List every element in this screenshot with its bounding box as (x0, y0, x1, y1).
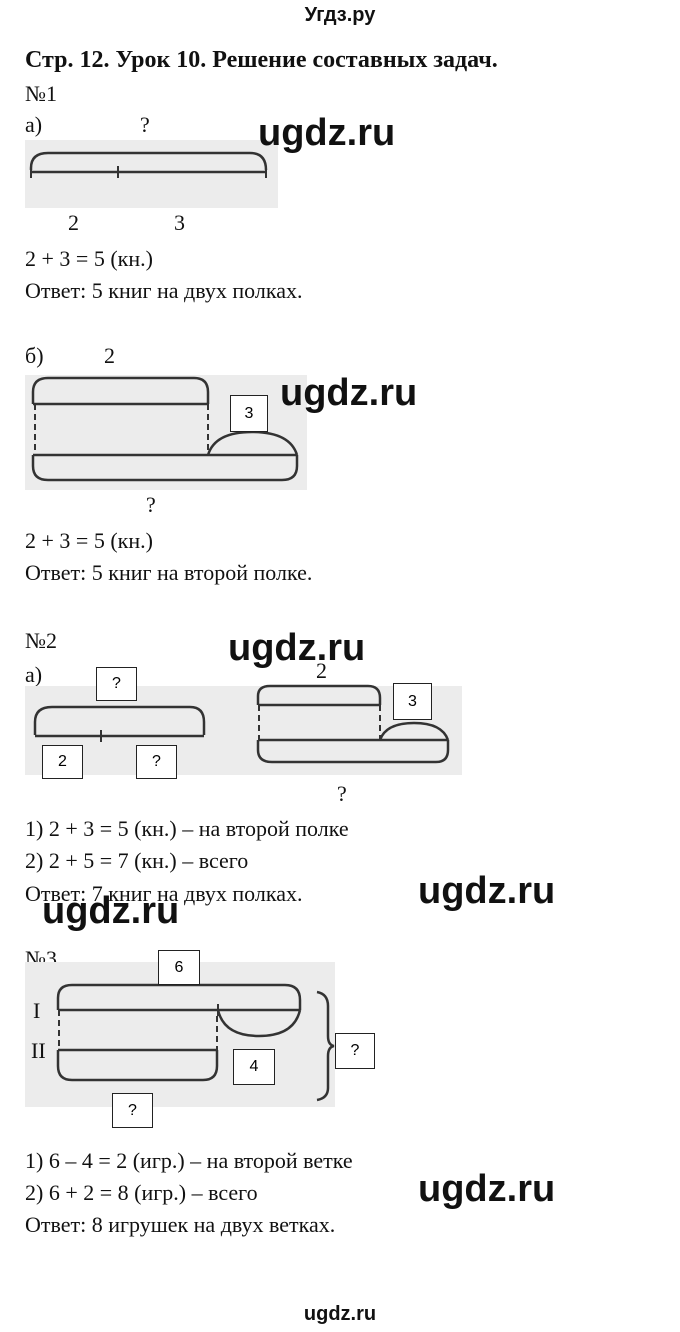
value-box: ? (136, 745, 177, 779)
step: 1) 6 – 4 = 2 (игр.) – на второй ветке (25, 1148, 353, 1173)
diagram-label: ? (140, 112, 150, 137)
answer: Ответ: 5 книг на двух полках. (25, 278, 303, 303)
diagram-label: ? (146, 492, 156, 517)
watermark: ugdz.ru (418, 1168, 556, 1210)
value-box: 4 (233, 1049, 275, 1085)
value-box: 3 (230, 395, 268, 432)
diagram-label: 2 (316, 658, 327, 683)
diagram-background (25, 140, 278, 208)
diagram-label: 2 (104, 343, 115, 368)
value-box: 2 (42, 745, 83, 779)
row-label: II (31, 1038, 46, 1063)
answer: Ответ: 5 книг на второй полке. (25, 560, 313, 585)
step: 2) 6 + 2 = 8 (игр.) – всего (25, 1180, 258, 1205)
diagram-label: ? (337, 781, 347, 806)
watermark: ugdz.ru (418, 870, 556, 912)
page-title: Стр. 12. Урок 10. Решение составных зада… (25, 47, 498, 73)
value-box: 6 (158, 950, 200, 985)
part-label: а) (25, 662, 43, 687)
value-box: 3 (393, 683, 432, 720)
step: 2) 2 + 5 = 7 (кн.) – всего (25, 848, 249, 873)
watermark: ugdz.ru (258, 112, 396, 154)
equation: 2 + 3 = 5 (кн.) (25, 246, 153, 271)
answer: Ответ: 7 книг на двух полках. (25, 881, 303, 906)
value-box: ? (112, 1093, 153, 1128)
part-label: а) (25, 112, 43, 137)
step: 1) 2 + 3 = 5 (кн.) – на второй полке (25, 816, 349, 841)
watermark: ugdz.ru (42, 890, 180, 932)
site-footer: ugdz.ru (303, 1303, 377, 1325)
watermark: ugdz.ru (228, 627, 366, 669)
equation: 2 + 3 = 5 (кн.) (25, 528, 153, 553)
row-label: I (33, 998, 41, 1023)
diagram-label: 3 (174, 210, 185, 235)
value-box: ? (335, 1033, 375, 1069)
task-number: №2 (25, 628, 57, 653)
site-header: Угдз.ру (304, 4, 376, 26)
part-label: б) (25, 343, 44, 368)
answer: Ответ: 8 игрушек на двух ветках. (25, 1212, 336, 1237)
value-box: ? (96, 667, 137, 701)
watermark: ugdz.ru (280, 372, 418, 414)
diagram-label: 2 (68, 210, 79, 235)
task-number: №1 (25, 81, 57, 106)
